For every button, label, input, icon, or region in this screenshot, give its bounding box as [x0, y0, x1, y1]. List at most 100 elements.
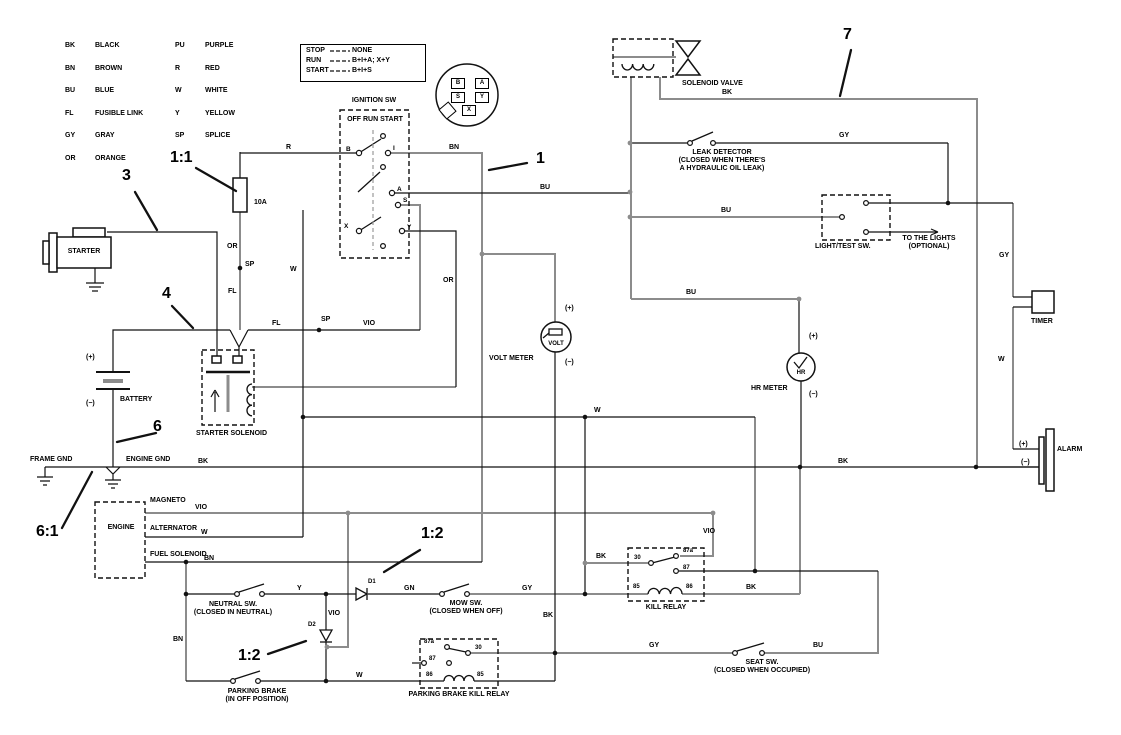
- legend-col2-2-abbr-label: W: [175, 87, 182, 95]
- components-d1-label: D1: [368, 579, 376, 585]
- wires-bn-ign-label: BN: [449, 144, 460, 151]
- components-starter-solenoid-label: STARTER SOLENOID: [196, 430, 268, 437]
- junction-dots-gray: [324, 140, 802, 650]
- components-light-test-sw-to-lights2-label: (OPTIONAL): [908, 243, 950, 250]
- components-pb-kill-relay-t30-label: 30: [475, 645, 482, 651]
- components-kill-relay-t87-label: 87: [683, 565, 690, 571]
- wires-or-key-label: OR: [443, 277, 454, 284]
- components-mow-sw-line1-label: MOW SW.: [449, 600, 483, 607]
- diode-d1: [355, 586, 369, 602]
- wires-gy-seat-label: GY: [649, 642, 660, 649]
- legend-col1-4-abbr-label: GY: [65, 132, 76, 140]
- ignition-t-i-label: I: [393, 145, 395, 152]
- battery-plates: [96, 371, 130, 390]
- components-mow-sw-line2-label: (CLOSED WHEN OFF): [429, 608, 503, 615]
- legend-col2-0-name-label: PURPLE: [205, 42, 234, 49]
- components-fuse-rating-label: 10A: [254, 199, 267, 206]
- callout-leaders: [60, 48, 853, 656]
- wires-vio-bat-label: VIO: [363, 320, 376, 327]
- callouts-c4-label: 4: [162, 285, 171, 302]
- key-box-rows-2-val-label: B+I+S: [352, 67, 372, 74]
- legend-col2-3-abbr-label: Y: [175, 109, 180, 117]
- connector-terminal-y: Y: [475, 92, 489, 103]
- wires-fl-fuse-label: FL: [228, 288, 237, 295]
- components-battery-label-label: BATTERY: [120, 396, 153, 403]
- wires-vio-d2-label: VIO: [328, 610, 341, 617]
- wires-black: [37, 142, 1039, 682]
- components-volt-meter-label-label: VOLT METER: [489, 355, 534, 362]
- wires-bk-kill-out-label: BK: [746, 584, 757, 591]
- components-kill-relay-t87a-label: 87a: [683, 548, 694, 554]
- wires-bu-seat-label: BU: [813, 642, 824, 649]
- wires-bk-solenoid-valve-label: BK: [722, 89, 733, 96]
- callouts-c6-1-label: 6:1: [36, 523, 59, 540]
- legend-col1-0-name-label: BLACK: [95, 42, 120, 49]
- components-grounds-frame-label: FRAME GND: [30, 456, 73, 463]
- components-engine-alternator-label: ALTERNATOR: [150, 525, 198, 532]
- legend-col1-1-name-label: BROWN: [95, 64, 123, 72]
- ignition-t-b-label: B: [346, 146, 351, 153]
- wires-or-fuse-label: OR: [227, 243, 238, 250]
- legend-col2-2-name-label: WHITE: [205, 87, 228, 95]
- components-kill-relay-t85-label: 85: [633, 584, 640, 590]
- components-pb-kill-relay-t87a-label: 87a: [424, 639, 435, 645]
- key-box-rows-1-pos-label: RUN: [306, 57, 322, 64]
- diode-d2: [318, 629, 334, 643]
- components-volt-meter-face-label: VOLT: [548, 341, 564, 347]
- wires-bk-voltmeter-label: BK: [543, 612, 554, 619]
- ignition-t-y-label: Y: [407, 224, 412, 231]
- components-parking-brake-sw-line1-label: PARKING BRAKE: [227, 688, 287, 695]
- components-battery-plus-label: (+): [86, 354, 95, 361]
- legend-col2-4-abbr-label: SP: [175, 132, 185, 140]
- wires-bk-gnd-right-label: BK: [838, 458, 849, 465]
- components-kill-relay-t86-label: 86: [686, 584, 693, 590]
- component-boxes: [94, 38, 891, 689]
- components-leak-detector-line3-label: A HYDRAULIC OIL LEAK): [679, 165, 765, 172]
- key-box-rows-0-pos-label: STOP: [306, 47, 325, 54]
- terminal-circles: [230, 133, 869, 684]
- components-seat-sw-line1-label: SEAT SW.: [745, 659, 779, 666]
- ignition-positions-label: OFF RUN START: [347, 116, 403, 123]
- components-hr-meter-plus-label: (+): [809, 333, 818, 340]
- components-alarm-label-label: ALARM: [1057, 446, 1083, 453]
- wires-w-key-label: W: [290, 266, 297, 273]
- components-neutral-sw-line1-label: NEUTRAL SW.: [208, 601, 258, 608]
- ignition-title-label: IGNITION SW: [351, 97, 397, 104]
- components-pb-kill-relay-t85-label: 85: [477, 672, 484, 678]
- meter-glyphs: [542, 328, 808, 370]
- components-hr-meter-label-label: HR METER: [751, 385, 788, 392]
- keybox-dashes: [330, 50, 350, 72]
- components-engine-magneto-label: MAGNETO: [150, 497, 186, 504]
- components-neutral-sw-line2-label: (CLOSED IN NEUTRAL): [193, 609, 273, 616]
- switch-blades: [234, 131, 765, 680]
- legend-col2-1-name-label: RED: [205, 64, 220, 72]
- components-hr-meter-minus-label: (−): [809, 391, 818, 398]
- components-hr-meter-face-label: HR: [796, 370, 806, 376]
- wires-gy-leak-label: GY: [839, 132, 850, 139]
- components-parking-brake-sw-line2-label: (IN OFF POSITION): [225, 696, 289, 703]
- callouts-c3-label: 3: [122, 167, 131, 184]
- legend-col1-5-abbr-label: OR: [65, 155, 76, 162]
- components-leak-detector-line1-label: LEAK DETECTOR: [692, 149, 752, 156]
- components-light-test-sw-label-label: LIGHT/TEST SW.: [815, 243, 871, 250]
- wires-bu-hr-label: BU: [686, 289, 697, 296]
- components-volt-meter-minus-label: (−): [565, 359, 574, 366]
- wires-w-parking-label: W: [356, 672, 363, 679]
- callouts-c6-label: 6: [153, 418, 162, 435]
- components-kill-relay-label-label: KILL RELAY: [645, 604, 687, 611]
- junction-dots: [183, 200, 979, 684]
- components-timer-label: TIMER: [1031, 318, 1053, 325]
- components-pb-kill-relay-t87-label: 87: [429, 656, 436, 662]
- legend-col2-0-abbr-label: PU: [175, 42, 185, 49]
- legend-col1-1-abbr-label: BN: [65, 64, 76, 72]
- components-pb-kill-relay-t86-label: 86: [426, 672, 433, 678]
- components-leak-detector-line2-label: (CLOSED WHEN THERE'S: [678, 157, 766, 164]
- key-positions-box: [300, 44, 426, 82]
- callouts-c7-label: 7: [843, 26, 852, 43]
- components-starter-label: STARTER: [67, 248, 101, 255]
- wires-sp-fuse-label: SP: [245, 261, 255, 268]
- key-box-rows-2-pos-label: START: [306, 67, 329, 74]
- wires-w-timer-label: W: [998, 356, 1005, 363]
- legend-col1-2-name-label: BLUE: [95, 87, 115, 95]
